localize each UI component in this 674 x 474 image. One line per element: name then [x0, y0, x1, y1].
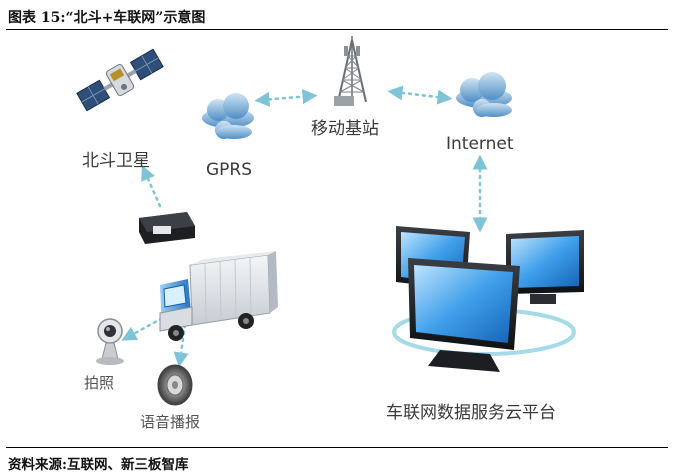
base-station-label: 移动基站	[311, 119, 379, 139]
speaker-icon	[157, 364, 193, 406]
cell-tower-icon	[334, 36, 367, 106]
voice-label: 语音播报	[140, 413, 201, 431]
connector-device-satellite	[141, 165, 162, 208]
connector-tower-internet	[387, 85, 453, 105]
cloud-icon-gprs	[202, 93, 254, 139]
satellite-icon	[76, 48, 164, 112]
satellite-label: 北斗卫星	[82, 151, 150, 171]
monitor-front	[408, 258, 520, 372]
connector-truck-speaker	[173, 323, 189, 368]
vehicle-terminal-icon	[139, 212, 195, 244]
camera-label: 拍照	[84, 374, 115, 392]
figure-source: 资料来源:互联网、新三板智库	[8, 457, 189, 473]
truck-icon	[159, 251, 278, 341]
monitor-back-right	[506, 230, 584, 304]
bottom-rule	[6, 447, 668, 448]
figure-title: 图表 15:“北斗+车联网”示意图	[8, 10, 206, 26]
top-rule	[6, 29, 668, 30]
gprs-label: GPRS	[206, 160, 253, 180]
webcam-icon	[96, 318, 124, 365]
monitor-icon-cluster	[392, 226, 584, 372]
cloud-icon-internet	[456, 72, 512, 117]
platform-label: 车联网数据服务云平台	[386, 403, 556, 423]
internet-label: Internet	[446, 134, 514, 154]
connector-gprs-tower	[254, 89, 318, 107]
